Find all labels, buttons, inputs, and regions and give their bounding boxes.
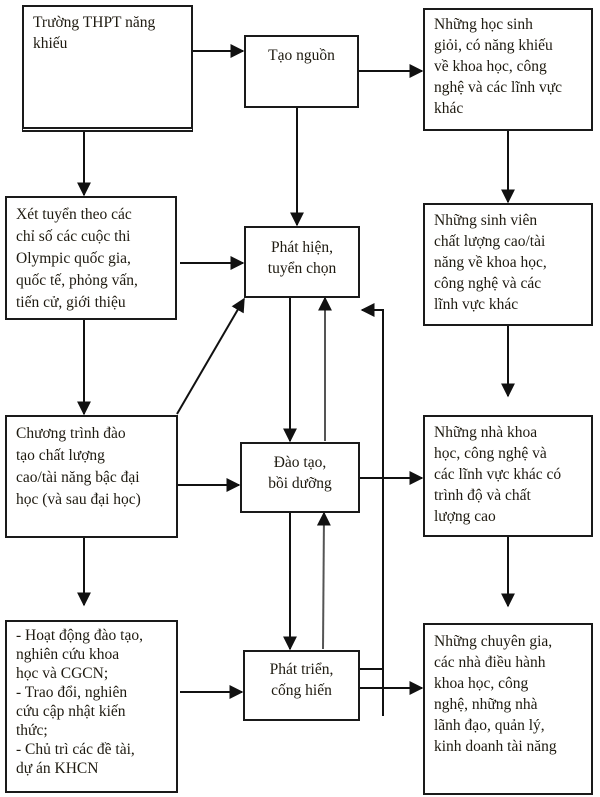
box-source-label: Tạo nguồn [268, 47, 335, 64]
box-experts-label: Những chuyên gia, các nhà điều hành khoa… [434, 633, 557, 755]
arrow-develop-to-train [316, 511, 331, 650]
box-experts: Những chuyên gia, các nhà điều hành khoa… [423, 623, 593, 795]
box-scientists-label: Những nhà khoa học, công nghệ và các lĩn… [434, 424, 562, 525]
box-university: Những sinh viên chất lượng cao/tài năng … [423, 203, 593, 326]
box-school: Trường THPT năng khiếu [22, 5, 193, 132]
box-students: Những học sinh giỏi, có năng khiếu về kh… [423, 8, 593, 131]
box-develop-label: Phát triển, cống hiến [269, 661, 334, 699]
box-train: Đào tạo, bồi dưỡng [240, 442, 360, 513]
box-source: Tạo nguồn [244, 35, 359, 108]
box-activities: - Hoạt động đào tạo, nghiên cứu khoa học… [5, 620, 178, 793]
arrow-develop-to-discover [360, 303, 384, 716]
box-program-label: Chương trình đào tạo chất lượng cao/tài … [16, 425, 141, 508]
box-university-label: Những sinh viên chất lượng cao/tài năng … [434, 212, 547, 313]
box-program: Chương trình đào tạo chất lượng cao/tài … [5, 415, 178, 538]
box-students-label: Những học sinh giỏi, có năng khiếu về kh… [434, 16, 563, 117]
box-discover: Phát hiện, tuyển chọn [244, 226, 360, 298]
box-develop: Phát triển, cống hiến [243, 650, 360, 721]
box-discover-label: Phát hiện, tuyển chọn [267, 239, 337, 277]
box-train-label: Đào tạo, bồi dưỡng [268, 454, 332, 492]
box-activities-label: - Hoạt động đào tạo, nghiên cứu khoa học… [16, 627, 143, 777]
box-school-label: Trường THPT năng khiếu [33, 14, 156, 52]
arrow-program-to-discover [176, 297, 245, 415]
box-admission: Xét tuyển theo các chỉ số các cuộc thi O… [5, 196, 177, 320]
box-scientists: Những nhà khoa học, công nghệ và các lĩn… [423, 415, 593, 537]
box-admission-label: Xét tuyển theo các chỉ số các cuộc thi O… [16, 206, 138, 311]
